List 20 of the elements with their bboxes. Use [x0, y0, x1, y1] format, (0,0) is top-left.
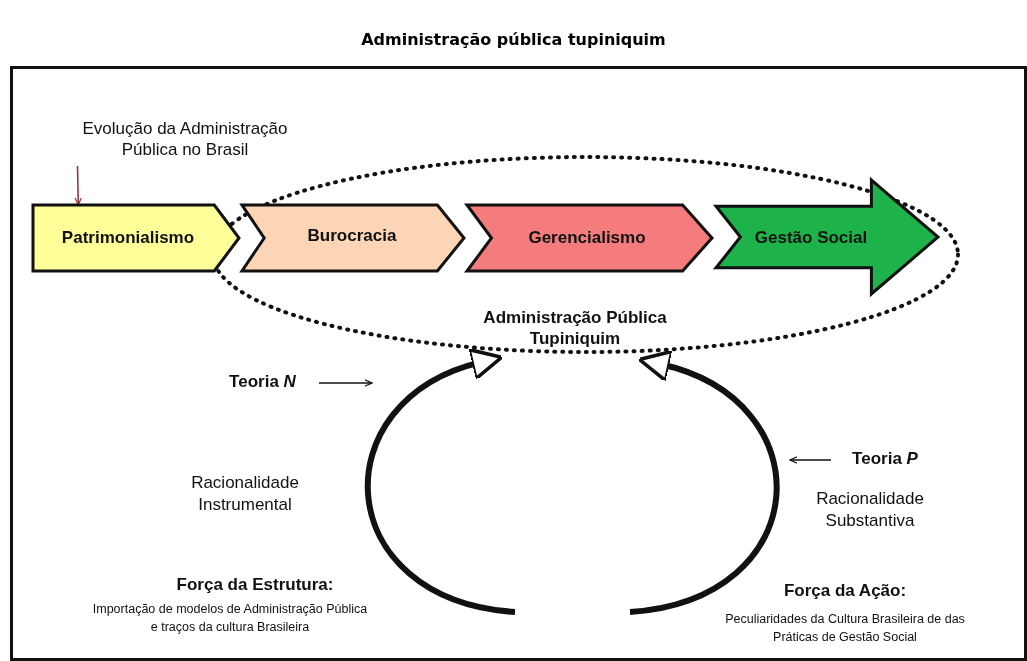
- arrow: [74, 165, 82, 206]
- group-label: Administração Pública Tupiniquim: [482, 307, 668, 349]
- diagram-title: Administração pública tupiniquim: [360, 30, 667, 49]
- theory-label: Teoria P: [851, 448, 919, 469]
- annotation-text: Evolução da Administração Pública no Brasil: [81, 118, 289, 160]
- curved-arrow: [629, 350, 780, 615]
- rationality-label: Racionalidade Substantiva: [815, 488, 925, 532]
- stage-label: Gerencialismo: [527, 227, 647, 248]
- force-heading: Força da Ação:: [782, 580, 908, 602]
- arrow: [789, 456, 832, 464]
- curved-arrow: [365, 349, 516, 615]
- stage-label: Burocracia: [306, 225, 398, 246]
- force-description: Importação de modelos de Administração Pública e traços da cultura Brasileira: [92, 601, 368, 636]
- force-heading: Força da Estrutura:: [175, 574, 335, 596]
- force-description: Peculiaridades da Cultura Brasileira de das Práticas de Gestão Social: [724, 611, 966, 646]
- rationality-label: Racionalidade Instrumental: [190, 472, 300, 516]
- arrow: [318, 379, 373, 387]
- stage-label: Patrimonialismo: [60, 227, 196, 248]
- stage-label: Gestão Social: [753, 227, 869, 248]
- theory-label: Teoria N: [228, 371, 297, 392]
